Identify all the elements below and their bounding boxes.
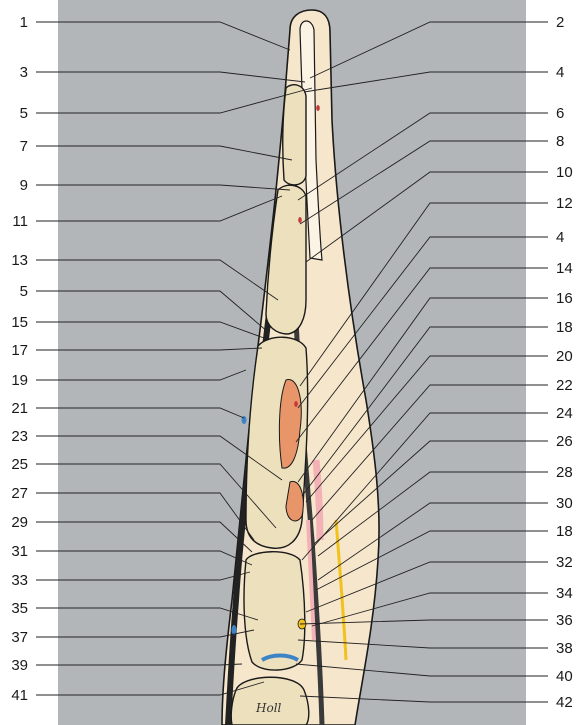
metacarpal-head <box>244 552 305 670</box>
label-right-4: 4 <box>556 229 564 246</box>
label-right-18: 18 <box>556 523 573 540</box>
label-left-27: 27 <box>11 485 28 502</box>
label-right-2: 2 <box>556 14 564 31</box>
label-right-12: 12 <box>556 195 573 212</box>
label-left-5: 5 <box>20 283 28 300</box>
label-left-25: 25 <box>11 456 28 473</box>
labels-right: 2468101241416182022242628301832343638404… <box>556 14 573 711</box>
label-right-36: 36 <box>556 612 573 629</box>
label-right-14: 14 <box>556 260 573 277</box>
label-left-15: 15 <box>11 314 28 331</box>
label-left-9: 9 <box>20 177 28 194</box>
label-left-33: 33 <box>11 572 28 589</box>
label-right-40: 40 <box>556 668 573 685</box>
vessel-red-2 <box>298 217 302 223</box>
label-right-6: 6 <box>556 105 564 122</box>
label-left-35: 35 <box>11 600 28 617</box>
label-left-41: 41 <box>11 687 28 704</box>
label-left-29: 29 <box>11 514 28 531</box>
label-left-3: 3 <box>20 64 28 81</box>
label-left-11: 11 <box>12 213 28 230</box>
label-left-39: 39 <box>11 657 28 674</box>
label-left-23: 23 <box>11 428 28 445</box>
distal-phalanx <box>283 85 306 185</box>
label-right-24: 24 <box>556 405 573 422</box>
label-right-30: 30 <box>556 495 573 512</box>
label-right-4: 4 <box>556 64 564 81</box>
label-left-37: 37 <box>11 629 28 646</box>
label-left-31: 31 <box>11 543 28 560</box>
label-left-5: 5 <box>20 105 28 122</box>
label-left-7: 7 <box>20 138 28 155</box>
label-right-18: 18 <box>556 319 573 336</box>
label-left-13: 13 <box>11 252 28 269</box>
label-right-26: 26 <box>556 433 573 450</box>
label-right-8: 8 <box>556 133 564 150</box>
artist-signature: Holl <box>255 701 282 715</box>
vessel-red <box>316 105 320 111</box>
label-right-42: 42 <box>556 694 573 711</box>
label-right-22: 22 <box>556 377 573 394</box>
label-right-10: 10 <box>556 164 573 181</box>
label-left-17: 17 <box>11 342 28 359</box>
label-right-38: 38 <box>556 640 573 657</box>
label-right-16: 16 <box>556 290 573 307</box>
label-left-1: 1 <box>20 14 28 31</box>
label-left-19: 19 <box>11 372 28 389</box>
label-left-21: 21 <box>11 400 28 417</box>
label-right-28: 28 <box>556 464 573 481</box>
vessel-pink <box>316 460 320 540</box>
label-right-20: 20 <box>556 348 573 365</box>
vessel-red-3 <box>294 401 298 407</box>
label-right-34: 34 <box>556 585 573 602</box>
label-right-32: 32 <box>556 554 573 571</box>
